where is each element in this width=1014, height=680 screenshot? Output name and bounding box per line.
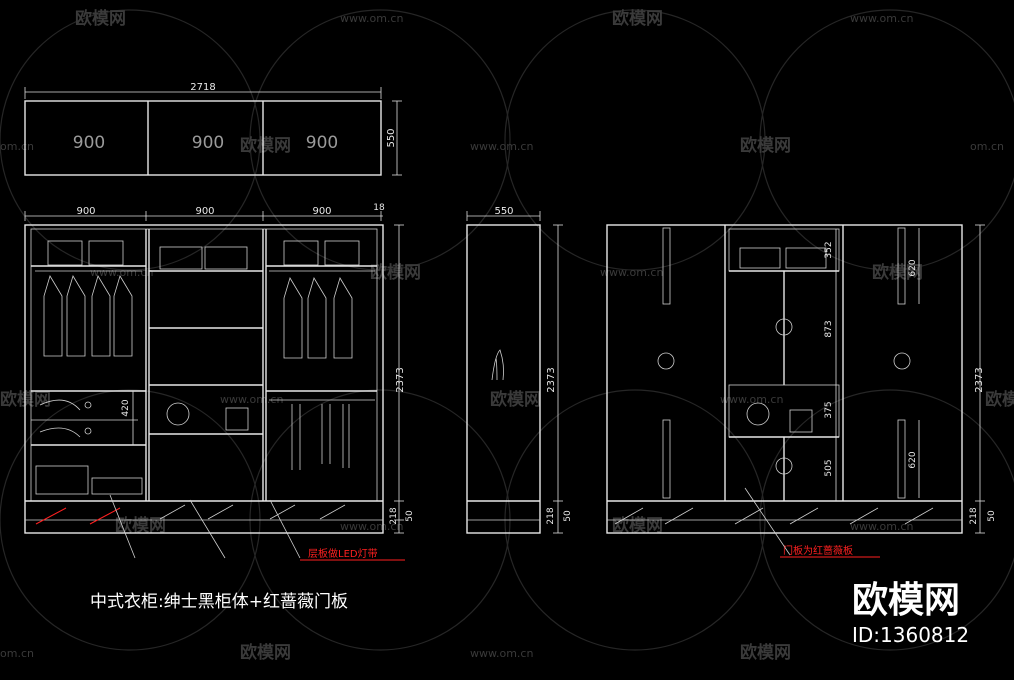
brand-badge-name: 欧模网 bbox=[852, 580, 960, 621]
watermarks: 欧模网 欧模网 欧模网 欧模网 欧模网 欧模网 欧模网 欧模网 欧模网 欧模网 … bbox=[0, 8, 1014, 663]
dim-module-width: 900 bbox=[195, 206, 214, 217]
dim-plinth-height: 218 bbox=[389, 507, 399, 524]
dim-module-width: 900 bbox=[76, 206, 95, 217]
watermark-arcs bbox=[0, 9, 1014, 651]
watermark-url: www.om.cn bbox=[340, 12, 403, 25]
watermark-url: www.om.cn bbox=[600, 266, 663, 279]
watermark-urls: www.om.cn www.om.cn om.cn www.om.cn om.c… bbox=[0, 12, 1004, 660]
dim-door-segment: 375 bbox=[824, 401, 834, 418]
watermark-brand: 欧模网 bbox=[612, 8, 663, 29]
dim-plinth-small: 50 bbox=[405, 510, 415, 522]
dim-overall-width: 2718 bbox=[190, 82, 215, 93]
watermark-url: om.cn bbox=[0, 140, 34, 153]
top-view: 2718 550 900 900 900 bbox=[24, 82, 402, 176]
dim-side-height: 2373 bbox=[546, 367, 557, 392]
drawing-title: 中式衣柜:绅士黑柜体+红蔷薇门板 bbox=[90, 592, 348, 612]
watermark-url: om.cn bbox=[0, 647, 34, 660]
dim-door-segment: 505 bbox=[824, 459, 834, 476]
watermark-url: www.om.cn bbox=[90, 266, 153, 279]
watermark-url: www.om.cn bbox=[220, 393, 283, 406]
watermark-brand: 欧模网 bbox=[240, 642, 291, 663]
dim-side-thickness: 18 bbox=[373, 203, 385, 213]
dim-door-segment: 352 bbox=[824, 241, 834, 258]
dim-height: 2373 bbox=[395, 367, 406, 392]
dim-depth: 550 bbox=[386, 128, 397, 147]
watermark-brand: 欧模网 bbox=[740, 135, 791, 156]
watermark-url: www.om.cn bbox=[470, 140, 533, 153]
dim-door-plinth: 218 bbox=[969, 507, 979, 524]
watermark-brand: 欧模网 bbox=[240, 135, 291, 156]
watermark-brand: 欧模网 bbox=[985, 389, 1014, 410]
dim-door-height: 2373 bbox=[974, 367, 985, 392]
brand-badge-id: ID:1360812 bbox=[852, 623, 969, 647]
door-note: 门板为红蔷薇板 bbox=[783, 544, 853, 557]
dim-handle-panel: 620 bbox=[908, 259, 918, 276]
watermark-brand: 欧模网 bbox=[490, 389, 541, 410]
watermark-brand: 欧模网 bbox=[75, 8, 126, 29]
side-view: 550 2373 218 50 bbox=[466, 206, 573, 534]
watermark-brand: 欧模网 bbox=[370, 262, 421, 283]
watermark-brand: 欧模网 bbox=[872, 262, 923, 283]
led-note: 层板做LED灯带 bbox=[308, 547, 378, 560]
dim-side-depth: 550 bbox=[494, 206, 513, 217]
dim-side-plinth: 218 bbox=[546, 507, 556, 524]
dim-module-width: 900 bbox=[312, 206, 331, 217]
watermark-url: www.om.cn bbox=[850, 520, 913, 533]
watermark-url: www.om.cn bbox=[720, 393, 783, 406]
top-module-label: 900 bbox=[192, 133, 224, 153]
watermark-url: www.om.cn bbox=[340, 520, 403, 533]
dim-door-segment: 873 bbox=[824, 320, 834, 337]
top-module-label: 900 bbox=[73, 133, 105, 153]
front-view: 900 900 900 18 420 bbox=[24, 203, 415, 561]
dim-door-plinth-small: 50 bbox=[987, 510, 997, 522]
watermark-brand: 欧模网 bbox=[740, 642, 791, 663]
watermark-url: www.om.cn bbox=[470, 647, 533, 660]
watermark-url: om.cn bbox=[970, 140, 1004, 153]
top-module-label: 900 bbox=[306, 133, 338, 153]
watermark-url: www.om.cn bbox=[850, 12, 913, 25]
dim-drawer-height: 420 bbox=[121, 399, 131, 416]
dim-side-plinth-small: 50 bbox=[563, 510, 573, 522]
dim-handle-panel: 620 bbox=[908, 451, 918, 468]
door-view: 352 873 375 505 620 620 2373 218 50 门板为红… bbox=[606, 224, 997, 558]
